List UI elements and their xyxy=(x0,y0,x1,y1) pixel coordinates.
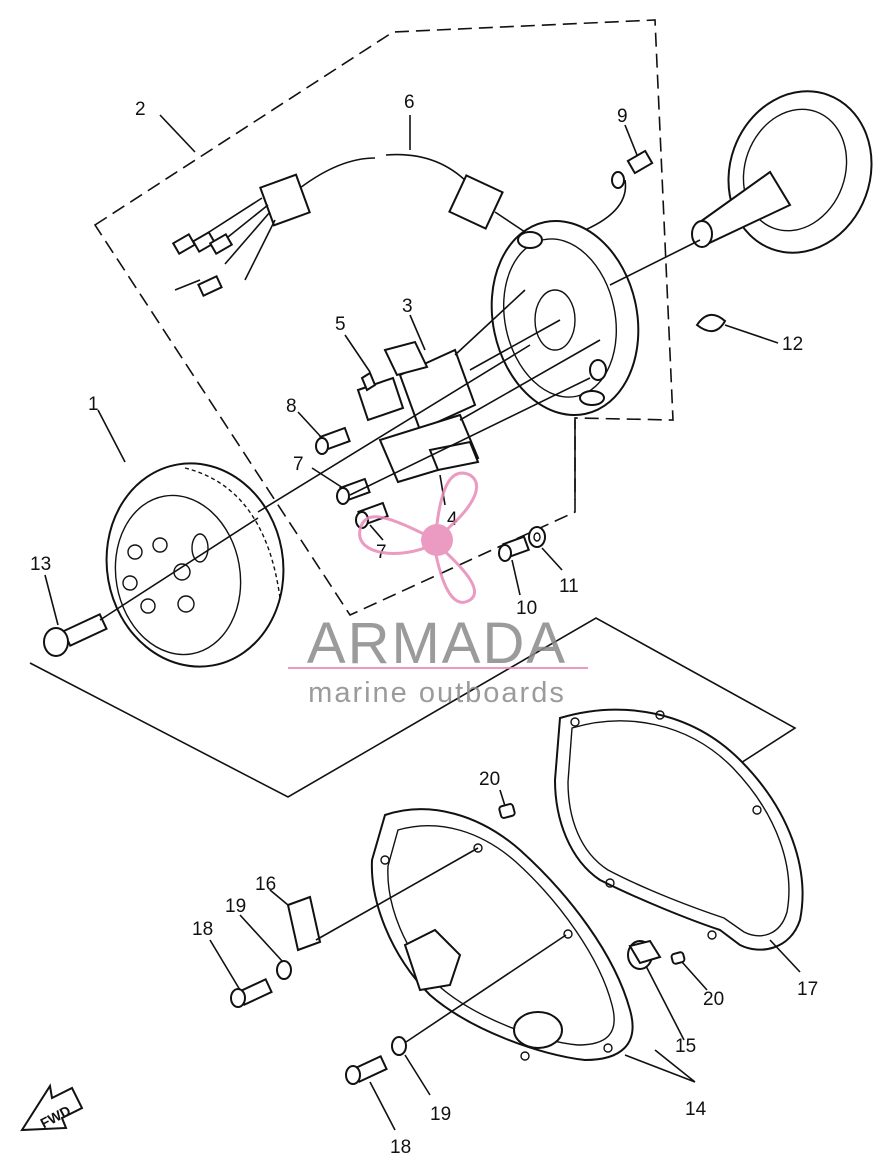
bracket-5-part xyxy=(356,371,405,422)
callout-10: 10 xyxy=(516,598,537,619)
alignment-line-pulley xyxy=(609,239,701,286)
alignment-line-bolt18b xyxy=(405,934,567,1043)
callout-5: 5 xyxy=(335,314,346,335)
propeller-logo xyxy=(358,471,478,604)
watermark-tagline: marine outboards xyxy=(308,677,566,709)
callout-13: 13 xyxy=(30,554,51,575)
callout-12: 12 xyxy=(782,334,803,355)
flywheel-bolt-13-part xyxy=(43,612,108,657)
washer-19b-part xyxy=(391,1036,407,1056)
wire-harness-part xyxy=(171,153,526,297)
dowel-pin-20b-part xyxy=(670,951,686,965)
screw-7a-part xyxy=(336,477,371,505)
callout-14: 14 xyxy=(685,1099,707,1120)
stator-base-plate-part xyxy=(490,219,640,417)
flywheel-part xyxy=(105,462,285,668)
starter-pulley-part xyxy=(691,90,873,332)
bushing-15-part xyxy=(627,939,662,970)
callout-9: 9 xyxy=(617,106,628,127)
callout-3: 3 xyxy=(402,296,413,317)
clip-16-part xyxy=(286,847,479,952)
armada-watermark: ARMADA marine outboards xyxy=(288,471,588,709)
screw-9-part xyxy=(584,149,654,231)
callout-4: 4 xyxy=(447,509,458,530)
callout-20a: 20 xyxy=(479,769,500,790)
callout-6: 6 xyxy=(404,92,415,113)
gasket-17-part xyxy=(553,708,804,951)
forward-direction-arrow: FWD xyxy=(20,1083,84,1131)
callout-15: 15 xyxy=(675,1036,696,1057)
bolt-10-part xyxy=(498,535,531,562)
callout-1: 1 xyxy=(88,394,99,415)
pulser-coil-part xyxy=(383,289,561,432)
callout-18b: 18 xyxy=(390,1137,411,1158)
dowel-pin-20a-part xyxy=(498,803,516,819)
charge-coil-part xyxy=(378,339,601,484)
bolt-18b-part xyxy=(345,1054,388,1085)
callout-8: 8 xyxy=(286,396,297,417)
watermark-brand: ARMADA xyxy=(307,611,567,676)
callout-20b: 20 xyxy=(703,989,724,1010)
bolt-18a-part xyxy=(230,977,273,1008)
callout-16: 16 xyxy=(255,874,276,895)
callout-17: 17 xyxy=(797,979,818,1000)
callout-19a: 19 xyxy=(225,896,246,917)
screw-8-part xyxy=(315,426,351,455)
callout-11: 11 xyxy=(559,576,579,597)
alignment-line-flywheel xyxy=(99,344,531,621)
alignment-line-plate xyxy=(349,377,591,496)
washer-19a-part xyxy=(276,960,292,980)
callout-18a: 18 xyxy=(192,919,213,940)
callout-7a: 7 xyxy=(293,454,304,475)
leader-lines xyxy=(44,114,801,1131)
stator-assembly-group-outline xyxy=(93,19,674,617)
callout-19b: 19 xyxy=(430,1104,451,1125)
callout-2: 2 xyxy=(135,99,146,120)
washer-11-part xyxy=(528,526,546,548)
lower-group-outline xyxy=(29,617,797,798)
